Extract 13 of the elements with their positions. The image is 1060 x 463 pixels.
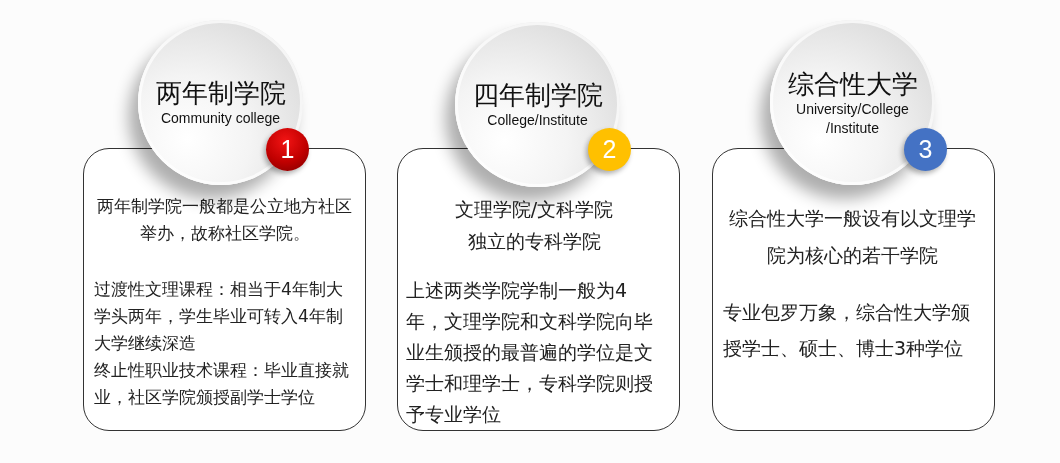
subtitle: Community college — [160, 109, 281, 128]
description-text: 终止性职业技术课程：毕业直接就业，社区学院颁授副学士学位 — [94, 359, 350, 409]
description-text: 文理学院/文科学院 — [453, 197, 615, 222]
heading: 两年制学院 — [155, 77, 286, 109]
description-text: 专业包罗万象，综合性大学颁授学士、硕士、博士3种学位 — [723, 300, 971, 361]
description-text: 过渡性文理课程：相当于4年制大学头两年，学生毕业可转入4年制大学继续深造 — [94, 278, 344, 355]
description-text: 独立的专科学院 — [466, 229, 602, 254]
description-text: 两年制学院一般都是公立地方社区举办，故称社区学院。 — [96, 195, 353, 245]
heading: 四年制学院 — [472, 79, 603, 111]
subtitle: College/Institute — [487, 111, 588, 130]
description-text: 上述两类学院学制一般为4年，文理学院和文科学院向毕业生颁授的最普遍的学位是文学士和理学士，专科学院则授予专业学位 — [406, 278, 654, 427]
heading: 综合性大学 — [787, 67, 918, 100]
description-text: 综合性大学一般设有以文理学院为核心的若干学院 — [727, 206, 977, 268]
